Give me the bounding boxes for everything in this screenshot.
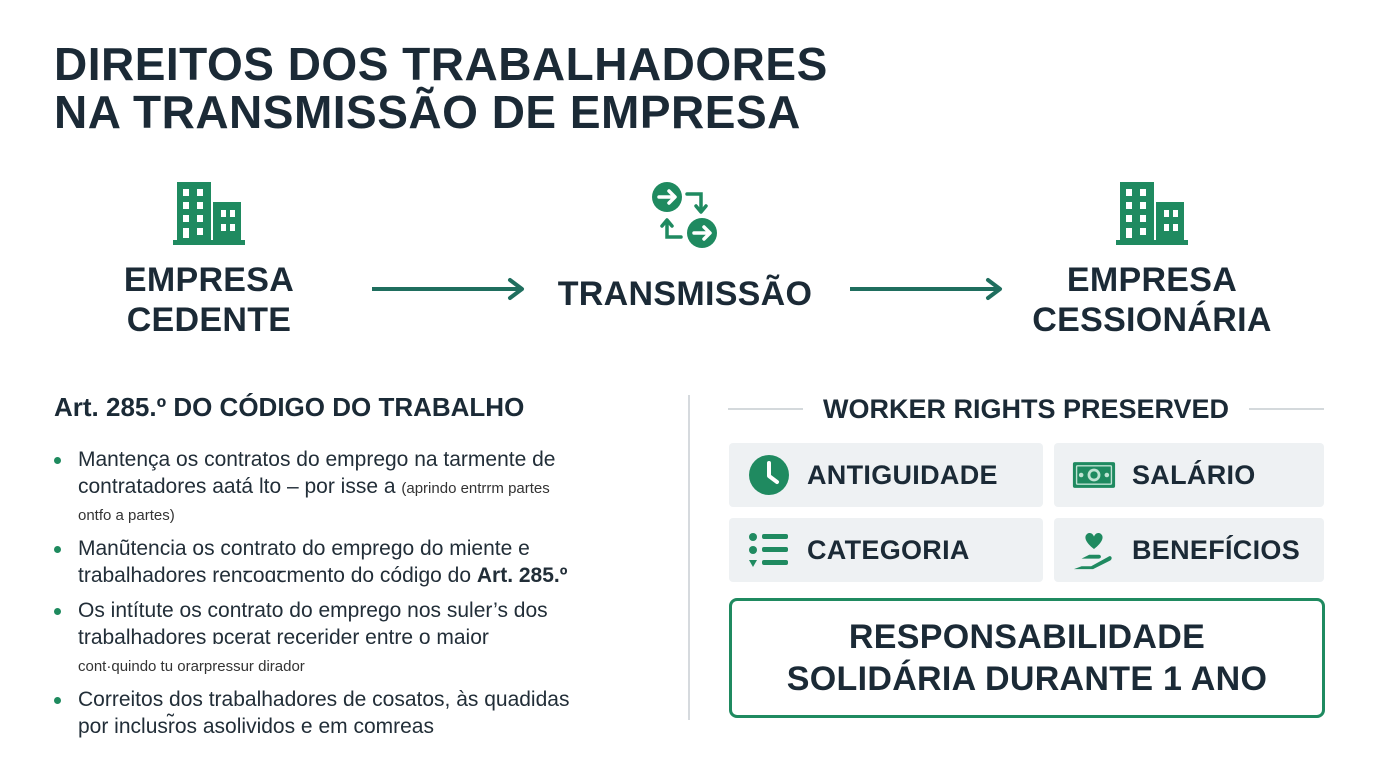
right-card-categoria: CATEGORIA <box>729 518 1043 582</box>
flow-arrow-1 <box>372 278 524 300</box>
list-item: Mantença os contratos do emprego na tarm… <box>54 446 674 527</box>
heart-hand-icon <box>1072 528 1116 572</box>
article-bullet-list: Mantença os contratos do emprego na tarm… <box>54 446 674 748</box>
money-bill-icon <box>1072 453 1116 497</box>
bullet-1-small-2: ontfo a partes) <box>78 507 175 524</box>
clock-icon <box>747 453 791 497</box>
bullet-2-article-ref: Art. 285.º <box>476 564 568 587</box>
right-label-categoria: CATEGORIA <box>807 534 970 565</box>
right-card-antiguidade: ANTIGUIDADE <box>729 443 1043 507</box>
bullet-3-line-2: trabalhadores ɒcerat recerider entre o m… <box>78 626 489 649</box>
transfer-arrows-icon <box>652 182 717 248</box>
bullet-4-line-1: Correitos dos trabalhadores de cosatos, … <box>78 688 570 711</box>
list-icon <box>747 528 791 572</box>
bullet-3-line-1: Os intítute os contrato do emprego nos s… <box>78 599 548 622</box>
rights-heading: WORKER RIGHTS PRESERVED <box>822 393 1230 424</box>
responsibility-line-1: RESPONSABILIDADE <box>848 618 1206 656</box>
responsibility-box: RESPONSABILIDADE SOLIDÁRIA DURANTE 1 ANO <box>729 598 1325 718</box>
rights-heading-row: WORKER RIGHTS PRESERVED <box>728 392 1324 426</box>
transmissao-label: TRANSMISSÃO <box>557 275 813 313</box>
heading-rule-left <box>728 408 803 410</box>
title-line-2: NA TRANSMISSÃO DE EMPRESA <box>54 86 801 138</box>
right-card-salario: SALÁRIO <box>1054 443 1324 507</box>
building-icon <box>173 182 245 245</box>
right-card-beneficios: BENEFÍCIOS <box>1054 518 1324 582</box>
bullet-4-line-2: por inclusr̃os asolividos e em comreas <box>78 715 434 738</box>
article-heading: Art. 285.º DO CÓDIGO DO TRABALHO <box>54 392 525 422</box>
flow-node-transmissao: TRANSMISSÃO <box>535 180 835 314</box>
cessionaria-line-2: CESSIONÁRIA <box>1032 301 1272 339</box>
flow-arrow-2 <box>850 278 1002 300</box>
right-label-beneficios: BENEFÍCIOS <box>1132 534 1301 565</box>
cessionaria-label: EMPRESA CESSIONÁRIA <box>1012 260 1292 340</box>
heading-rule-right <box>1249 408 1324 410</box>
cessionaria-line-1: EMPRESA <box>1066 261 1238 299</box>
bullet-1-line-1: Mantença os contratos do emprego na tarm… <box>78 448 556 471</box>
list-item: Correitos dos trabalhadores de cosatos, … <box>54 686 674 740</box>
bullet-dot <box>54 546 61 553</box>
column-divider <box>688 395 690 720</box>
right-label-antiguidade: ANTIGUIDADE <box>807 459 998 490</box>
list-item: Os intítute os contrato do emprego nos s… <box>54 597 674 678</box>
bullet-2-line-1: Manũtencia os contrato do emprego do mie… <box>78 537 530 560</box>
bullet-3-small: cont·quindo tu orarpressur dirador <box>78 658 305 675</box>
bullet-dot <box>54 697 61 704</box>
title-line-1: DIREITOS DOS TRABALHADORES <box>54 38 828 90</box>
flow-node-cedente: EMPRESA CEDENTE <box>104 180 314 340</box>
bullet-1-small-1: (aprindo entrrm partes <box>401 480 550 497</box>
cedente-label: EMPRESA CEDENTE <box>104 260 314 340</box>
bullet-2-line-2: trabalhadores renꞇoɑꞇmento do código do <box>78 564 477 587</box>
right-label-salario: SALÁRIO <box>1132 459 1256 490</box>
bullet-1-line-2: contratadores aatá lto – por isse a <box>78 475 396 498</box>
bullet-dot <box>54 608 61 615</box>
list-item: Manũtencia os contrato do emprego do mie… <box>54 535 674 589</box>
bullet-dot <box>54 457 61 464</box>
responsibility-line-2: SOLIDÁRIA DURANTE 1 ANO <box>786 660 1268 698</box>
cedente-line-2: CEDENTE <box>126 301 292 339</box>
building-icon <box>1116 182 1188 245</box>
page-title: DIREITOS DOS TRABALHADORES NA TRANSMISSÃ… <box>54 40 954 136</box>
flow-node-cessionaria: EMPRESA CESSIONÁRIA <box>1012 180 1292 340</box>
cedente-line-1: EMPRESA <box>123 261 295 299</box>
